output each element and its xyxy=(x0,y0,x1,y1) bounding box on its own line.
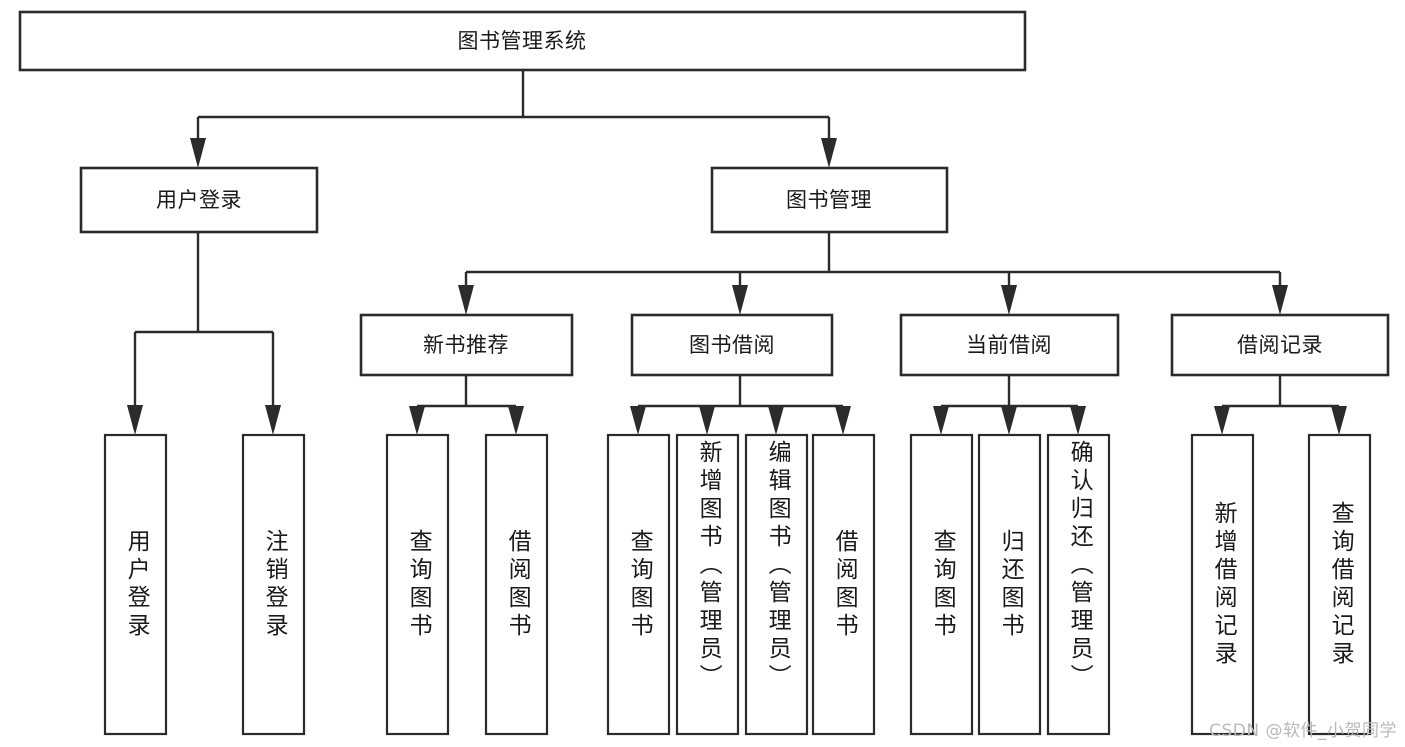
arrow-cb-leaf-3 xyxy=(1070,406,1086,435)
arrow-bm-to-book-borrow xyxy=(732,285,748,315)
node-root-box[interactable] xyxy=(18,10,1027,72)
node-new-book-recommend-box[interactable] xyxy=(359,313,574,377)
edge-group-new-book-recommend xyxy=(409,375,524,435)
edge-group-current-borrow xyxy=(933,375,1086,435)
node-root-label: 图书管理系统 xyxy=(458,29,587,53)
node-book-borrow[interactable]: 图书借阅 xyxy=(630,313,834,377)
arrow-user-login-leaf-2 xyxy=(265,405,281,435)
node-user-login-label: 用户登录 xyxy=(156,188,242,212)
node-new-book-recommend-label: 新书推荐 xyxy=(423,333,509,357)
node-book-manage-box[interactable] xyxy=(710,166,949,234)
arrow-user-login-leaf-1 xyxy=(127,405,143,435)
leaf-box-add-book[interactable] xyxy=(675,433,740,736)
arrow-nbr-leaf-1 xyxy=(409,406,425,435)
leaf-box-query-book-2[interactable] xyxy=(606,433,671,736)
edge-group-root xyxy=(190,70,837,168)
leaf-box-edit-book[interactable] xyxy=(744,433,809,736)
node-current-borrow-box[interactable] xyxy=(899,313,1120,377)
node-user-login-box[interactable] xyxy=(79,166,319,234)
leaf-box-query-book-1[interactable] xyxy=(385,433,450,736)
leaf-box-return-book[interactable] xyxy=(977,433,1042,736)
leaf-box-logout[interactable] xyxy=(241,433,306,736)
leaf-box-add-record[interactable] xyxy=(1190,433,1255,736)
leaf-box-user-login[interactable] xyxy=(103,433,168,736)
node-root[interactable]: 图书管理系统 xyxy=(18,10,1027,72)
arrow-bb-leaf-2 xyxy=(699,406,715,435)
node-borrow-record-label: 借阅记录 xyxy=(1237,333,1323,357)
leaf-box-group xyxy=(103,433,1372,736)
arrow-root-to-user-login xyxy=(190,138,206,168)
arrow-root-to-book-manage xyxy=(821,138,837,168)
edge-group-book-borrow xyxy=(630,375,851,435)
edge-group-user-login xyxy=(127,232,281,435)
node-current-borrow-label: 当前借阅 xyxy=(966,333,1052,357)
arrow-cb-leaf-1 xyxy=(933,406,949,435)
node-book-borrow-box[interactable] xyxy=(630,313,834,377)
edge-group-book-manage xyxy=(458,232,1288,315)
node-book-borrow-label: 图书借阅 xyxy=(689,333,775,357)
arrow-bm-to-new-book xyxy=(458,285,474,315)
arrow-bb-leaf-1 xyxy=(630,406,646,435)
arrow-br-leaf-1 xyxy=(1214,406,1230,435)
node-user-login[interactable]: 用户登录 xyxy=(79,166,319,234)
leaf-box-borrow-book-2[interactable] xyxy=(811,433,876,736)
edge-group-borrow-record xyxy=(1214,375,1347,435)
arrow-bb-leaf-4 xyxy=(835,406,851,435)
node-book-manage[interactable]: 图书管理 xyxy=(710,166,949,234)
watermark-text: CSDN @软件_小贺同学 xyxy=(1209,721,1397,741)
leaf-box-confirm-return[interactable] xyxy=(1046,433,1111,736)
leaf-box-query-book-3[interactable] xyxy=(909,433,974,736)
node-current-borrow[interactable]: 当前借阅 xyxy=(899,313,1120,377)
arrow-nbr-leaf-2 xyxy=(508,406,524,435)
node-book-manage-label: 图书管理 xyxy=(786,188,872,212)
arrow-bm-to-borrow-record xyxy=(1272,285,1288,315)
node-new-book-recommend[interactable]: 新书推荐 xyxy=(359,313,574,377)
leaf-box-borrow-book-1[interactable] xyxy=(484,433,549,736)
node-borrow-record-box[interactable] xyxy=(1170,313,1390,377)
arrow-cb-leaf-2 xyxy=(1001,406,1017,435)
arrow-bb-leaf-3 xyxy=(768,406,784,435)
node-borrow-record[interactable]: 借阅记录 xyxy=(1170,313,1390,377)
arrow-br-leaf-2 xyxy=(1331,406,1347,435)
leaf-box-query-record[interactable] xyxy=(1307,433,1372,736)
arrow-bm-to-current-borrow xyxy=(1001,285,1017,315)
